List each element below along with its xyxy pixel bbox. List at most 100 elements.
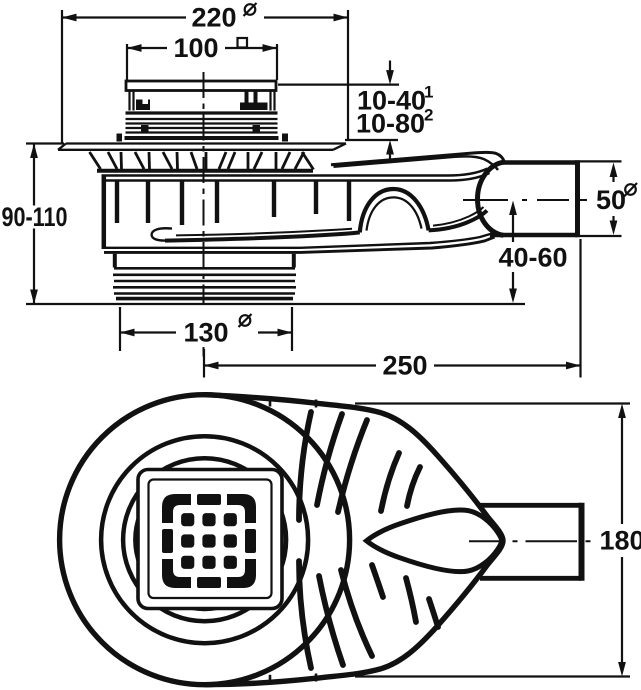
- support-crown-segment-16: [280, 151, 292, 170]
- floor-hook: [150, 227, 177, 242]
- outlet-pipe-plan: [480, 502, 585, 581]
- arrow-left-icon: [120, 328, 135, 337]
- grate-pattern-shape-5: [197, 494, 221, 505]
- dim-10-40-10-80: 10-40 1 10-80 2: [278, 60, 433, 162]
- flow-hatch-lines-segment-10: [403, 575, 419, 625]
- arrow-left-icon: [204, 361, 219, 370]
- flow-hatch-lines-segment-2: [314, 411, 345, 508]
- grate-pattern-shape-8: [245, 529, 256, 553]
- arrow-down-icon: [609, 220, 618, 235]
- dim-130: 130: [118, 307, 294, 351]
- arrow-up-icon: [30, 143, 38, 158]
- dim-50-label: 50: [596, 185, 626, 215]
- support-crown-segment-6: [147, 151, 151, 170]
- grate-pattern: [162, 494, 256, 588]
- flow-hatch-lines: [296, 409, 441, 671]
- diameter-icon-circle-1: [243, 3, 257, 16]
- threads: [113, 267, 296, 295]
- adjustment-plate-stack-shape-9: [116, 133, 122, 142]
- floor-right: [428, 209, 489, 233]
- grate-seal-blocks-shape-2: [142, 99, 148, 104]
- dim-100: 100: [125, 33, 279, 80]
- arrow-right-icon: [333, 13, 348, 22]
- flow-hatch-lines-segment-3: [335, 417, 370, 515]
- grate-pattern-shape-11: [223, 513, 237, 527]
- support-crown-segment-11: [217, 151, 228, 170]
- grate-pattern-shape-10: [202, 513, 216, 527]
- side-section-view: [26, 72, 587, 357]
- arrow-up-icon: [386, 140, 394, 155]
- dim-100-label: 100: [173, 33, 218, 63]
- grate-seal-blocks-shape-3: [240, 102, 268, 110]
- arrow-right-icon: [566, 361, 581, 370]
- arrow-up-icon: [609, 162, 618, 177]
- grate-pattern-shape-12: [181, 534, 195, 548]
- arrow-right-icon: [262, 44, 277, 52]
- body-underside-upper: [105, 232, 493, 249]
- dim-180: 180: [355, 402, 641, 678]
- tile-flange: [57, 142, 347, 151]
- tile-flange-segment-3: [57, 142, 67, 151]
- grate-plate-inner: [147, 478, 273, 600]
- dim-180-label: 180: [599, 526, 641, 556]
- dim-40-60: 40-60: [498, 200, 568, 303]
- arrow-down-icon: [386, 70, 394, 85]
- arrow-down-icon: [30, 289, 38, 304]
- diameter-icon-circle-3: [624, 183, 637, 196]
- dimensions: 220 100 10-40 1 10-80: [2, 2, 641, 678]
- dim-250-label: 250: [382, 351, 427, 381]
- grate-pattern-shape-6: [197, 577, 221, 588]
- support-crown-segment-5: [133, 151, 146, 170]
- arrow-left-icon: [127, 44, 142, 52]
- grate-pattern-shape-17: [223, 555, 237, 569]
- grate-pattern-shape-15: [181, 555, 195, 569]
- body-circle: [98, 433, 311, 646]
- square-icon: [236, 36, 249, 49]
- adjustment-plate-stack: [116, 111, 288, 142]
- dim-90-110-label: 90-110: [2, 202, 68, 232]
- arch-inner: [365, 196, 423, 231]
- arrow-left-icon: [62, 13, 77, 22]
- dim-90-110: 90-110: [2, 142, 68, 304]
- arrow-up-icon: [618, 403, 626, 418]
- tile-flange-segment-4: [332, 142, 347, 151]
- dim-50: 50: [578, 160, 638, 238]
- drain-body: [101, 150, 506, 254]
- threaded-outlet: [112, 253, 296, 301]
- diameter-icon: [237, 313, 253, 328]
- body-underside-lower: [104, 235, 496, 254]
- flow-hatch-lines-segment-1: [296, 409, 314, 523]
- grate-pattern-segment-4: [227, 559, 256, 588]
- diameter-icon-segment-6: [237, 313, 253, 328]
- flow-hatch-lines-segment-7: [316, 573, 346, 668]
- flow-hatch-lines-segment-4: [378, 450, 402, 514]
- arrow-down-icon: [618, 662, 626, 677]
- adjustment-plate-stack-shape-7: [141, 125, 149, 133]
- adjustment-plate-stack-shape-8: [252, 125, 260, 133]
- grate-pattern-segment-2: [227, 494, 256, 523]
- flow-hatch-lines-segment-6: [296, 558, 314, 671]
- grate-top-plate: [124, 79, 278, 92]
- grate-pattern-shape-14: [223, 534, 237, 548]
- floor-left: [164, 230, 361, 243]
- grate-pattern-shape-9: [181, 513, 195, 527]
- plan-view: [56, 392, 591, 688]
- drain-body-segment-1: [101, 167, 489, 177]
- dim-10-40-sup: 1: [424, 83, 433, 102]
- dim-10-40-label: 10-40: [357, 86, 426, 116]
- support-crown-segment-12: [226, 151, 237, 170]
- dim-130-label: 130: [183, 318, 228, 348]
- floor-inner-left: [175, 227, 353, 237]
- diameter-icon-segment-4: [623, 182, 638, 198]
- dim-10-80-label: 10-80: [356, 109, 425, 139]
- support-crown-segment-18: [300, 151, 315, 171]
- arrow-down-icon: [509, 288, 517, 303]
- clamp-ring-circle: [120, 455, 289, 624]
- diameter-icon-segment-2: [242, 2, 258, 17]
- support-crown-segment-2: [88, 151, 102, 170]
- grate-seal-blocks-shape-1: [136, 99, 150, 110]
- grate-pattern-shape-13: [202, 534, 216, 548]
- dim-220: 220: [60, 2, 350, 144]
- support-crown-segment-14: [252, 151, 264, 170]
